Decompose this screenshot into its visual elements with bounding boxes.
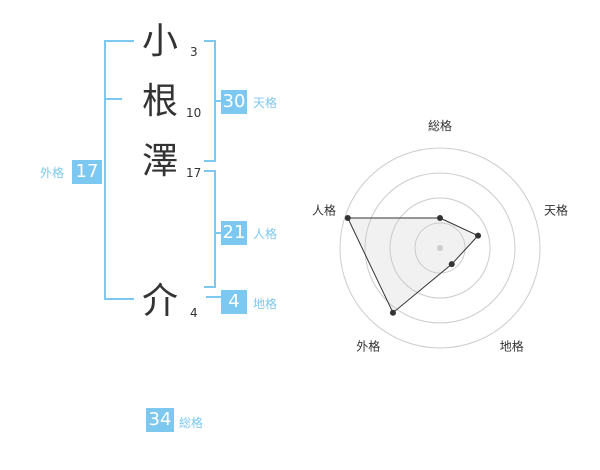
radar-axis-label-4: 外格 [356, 339, 380, 354]
stroke-count-2: 10 [186, 106, 202, 120]
chikaku-connector [206, 296, 222, 298]
radar-ring-2 [389, 197, 491, 299]
radar-center [437, 245, 443, 251]
radar-axis-label-2: 天格 [544, 202, 568, 217]
jinkaku-bracket-tick [214, 232, 222, 234]
radar-ring-4 [339, 147, 541, 349]
jinkaku-label: 人格 [253, 227, 278, 241]
gaikaku-value: 17 [72, 160, 102, 184]
radar-point-5 [344, 215, 351, 222]
radar-point-3 [448, 261, 455, 268]
radar-ring-1 [414, 222, 466, 274]
stroke-count-4: 4 [190, 306, 198, 320]
chikaku-value: 4 [221, 290, 247, 314]
radar-ring-3 [364, 172, 516, 324]
name-char-1: 小 [141, 21, 178, 62]
soukaku-label: 総格 [179, 416, 204, 430]
jinkaku-value: 21 [221, 221, 247, 245]
name-char-3: 澤 [141, 141, 178, 182]
tenkaku-value: 30 [221, 90, 247, 114]
tenkaku-label: 天格 [253, 96, 278, 110]
soukaku-value: 34 [146, 408, 174, 432]
radar-axis-label-1: 総格 [428, 118, 452, 133]
radar-point-2 [475, 232, 482, 239]
stroke-count-3: 17 [186, 166, 202, 180]
name-char-2: 根 [141, 81, 178, 122]
radar-point-4 [389, 309, 396, 316]
gaikaku-label: 外格 [40, 166, 65, 180]
radar-axis-label-3: 地格 [500, 339, 524, 354]
chikaku-label: 地格 [253, 297, 278, 311]
radar-point-1 [437, 215, 443, 221]
stroke-count-1: 3 [190, 45, 198, 59]
tenkaku-bracket-tick [214, 100, 222, 102]
radar-axis-label-5: 人格 [312, 202, 336, 217]
name-char-4: 介 [141, 281, 178, 322]
gaikaku-bracket [104, 40, 134, 300]
radar-area [346, 217, 479, 314]
gaikaku-bracket-tick [106, 98, 122, 100]
jinkaku-bracket [204, 170, 216, 288]
